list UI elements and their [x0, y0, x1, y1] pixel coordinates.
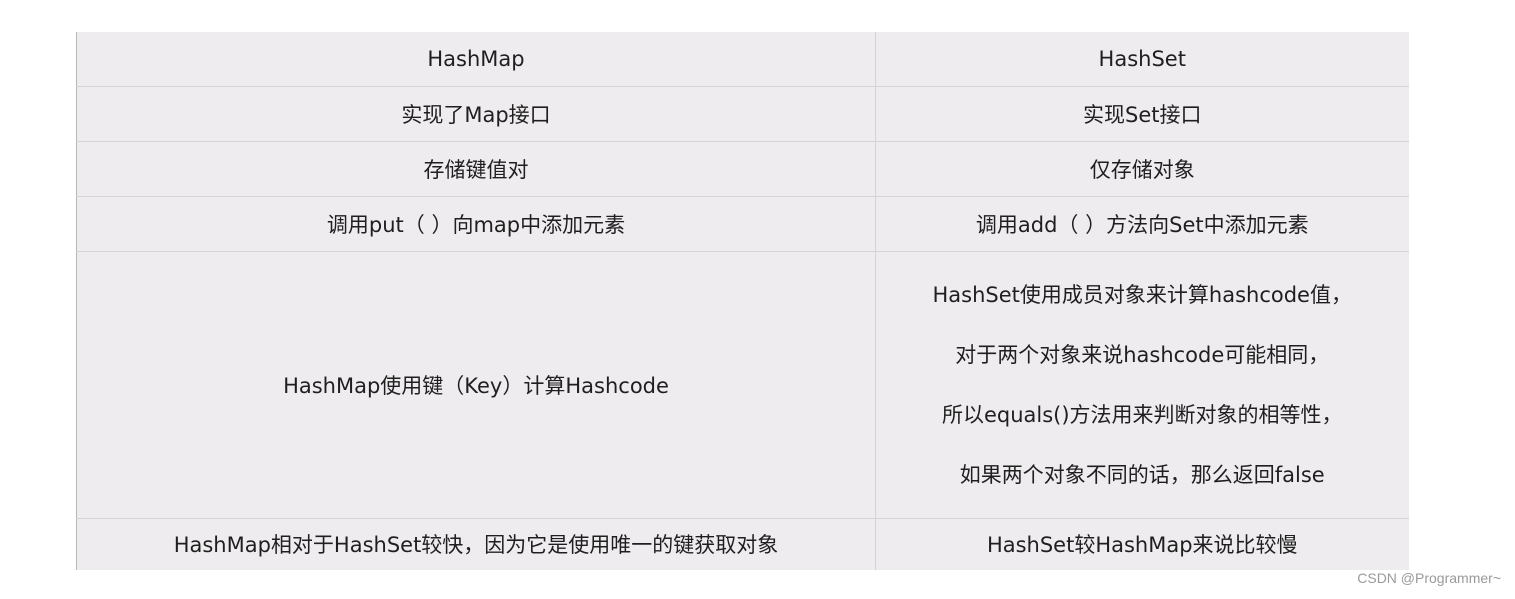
table-row: HashMap使用键（Key）计算Hashcode HashSet使用成员对象来…: [76, 250, 1409, 519]
cell-right: 调用add（ ）方法向Set中添加元素: [875, 195, 1409, 252]
cell-right: 实现Set接口: [875, 85, 1409, 142]
cell-left: 存储键值对: [76, 140, 876, 197]
cell-line: 如果两个对象不同的话，那么返回false: [959, 462, 1325, 487]
cell-left: 调用put（ ）向map中添加元素: [76, 195, 876, 252]
watermark: CSDN @Programmer~: [1357, 570, 1501, 586]
comparison-table: HashMap HashSet 实现了Map接口 实现Set接口 存储键值对 仅…: [76, 32, 1409, 570]
table-row: 调用put（ ）向map中添加元素 调用add（ ）方法向Set中添加元素: [76, 195, 1409, 252]
cell-line: HashSet使用成员对象来计算hashcode值，: [932, 282, 1352, 307]
cell-left: 实现了Map接口: [76, 85, 876, 142]
table-row: 存储键值对 仅存储对象: [76, 140, 1409, 197]
cell-line: 对于两个对象来说hashcode可能相同，: [955, 342, 1330, 367]
cell-left: HashMap相对于HashSet较快，因为它是使用唯一的键获取对象: [76, 517, 876, 570]
cell-right: HashSet较HashMap来说比较慢: [875, 517, 1409, 570]
table-header-row: HashMap HashSet: [76, 32, 1409, 87]
cell-left: HashMap使用键（Key）计算Hashcode: [76, 250, 876, 519]
header-cell-hashmap: HashMap: [76, 32, 876, 87]
header-cell-hashset: HashSet: [875, 32, 1409, 87]
cell-right: 仅存储对象: [875, 140, 1409, 197]
table-row: 实现了Map接口 实现Set接口: [76, 85, 1409, 142]
cell-line: 所以equals()方法用来判断对象的相等性，: [941, 402, 1343, 427]
cell-right: HashSet使用成员对象来计算hashcode值， 对于两个对象来说hashc…: [875, 250, 1409, 519]
table-row: HashMap相对于HashSet较快，因为它是使用唯一的键获取对象 HashS…: [76, 517, 1409, 570]
